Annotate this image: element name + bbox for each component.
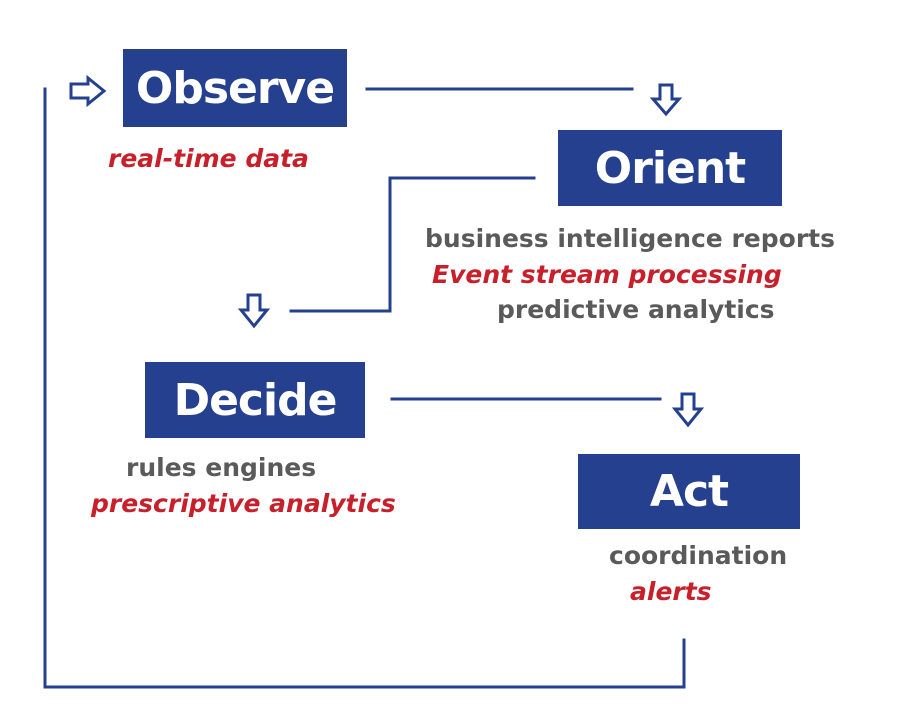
decide-title: Decide	[173, 374, 338, 426]
connector-orient-decide	[289, 176, 536, 313]
orient-note-bi-reports: business intelligence reports	[425, 224, 835, 253]
connector-feedback-loop	[43, 87, 686, 689]
decide-note-prescriptive: prescriptive analytics	[91, 489, 396, 518]
observe-title: Observe	[135, 62, 335, 114]
act-title: Act	[649, 466, 729, 517]
act-note-coordination: coordination	[609, 541, 788, 570]
arrow-right-icon	[69, 74, 107, 108]
orient-box: Orient	[558, 130, 782, 206]
orient-title: Orient	[594, 142, 746, 194]
arrow-down-icon	[671, 392, 705, 428]
orient-note-event-stream: Event stream processing	[432, 260, 782, 289]
act-box: Act	[578, 454, 800, 529]
arrow-down-icon	[237, 293, 271, 329]
orient-note-predictive: predictive analytics	[497, 295, 775, 324]
observe-note-realtime: real-time data	[108, 144, 309, 173]
act-note-alerts: alerts	[630, 577, 712, 606]
observe-box: Observe	[123, 49, 347, 127]
decide-box: Decide	[145, 362, 365, 438]
arrow-down-icon	[649, 83, 683, 117]
decide-note-rules-engines: rules engines	[126, 453, 317, 482]
